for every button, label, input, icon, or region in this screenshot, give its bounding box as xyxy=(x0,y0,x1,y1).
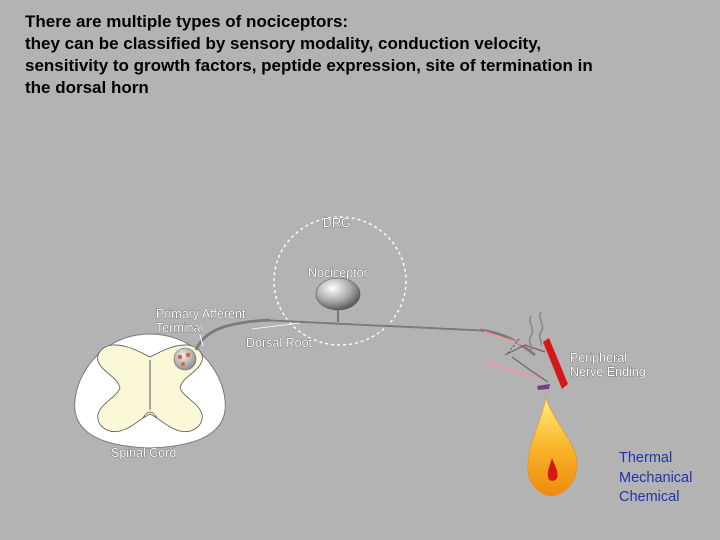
spinal-cord xyxy=(74,333,226,449)
title-line-2: they can be classified by sensory modali… xyxy=(25,34,542,53)
label-nociceptor: Nociceptor xyxy=(308,266,368,280)
terminal-pointer xyxy=(199,334,204,347)
slide-title: There are multiple types of nociceptors:… xyxy=(25,11,705,99)
nerve-branch-1 xyxy=(504,344,546,356)
heat-wave-2 xyxy=(538,311,544,347)
title-line-1: There are multiple types of nociceptors: xyxy=(25,12,349,31)
stimulus-chemical: Chemical xyxy=(619,489,680,505)
title-line-3: sensitivity to growth factors, peptide e… xyxy=(25,56,593,75)
label-terminal: Terminal xyxy=(156,321,203,335)
flame-outer xyxy=(527,396,578,497)
terminal-vesicle-2 xyxy=(185,352,191,358)
stimulus-mechanical: Mechanical xyxy=(619,469,693,486)
peripheral-nerve-ending xyxy=(483,311,568,390)
nerve-fiber-highlight xyxy=(269,318,481,330)
terminal-vesicle-1 xyxy=(177,354,183,360)
heat-wave-1 xyxy=(528,315,534,351)
red-stimulus-bar xyxy=(543,338,568,389)
label-nerve-ending: Nerve Ending xyxy=(570,365,646,379)
drg-capsule xyxy=(273,216,407,346)
flame-icon xyxy=(527,396,578,497)
nociceptor-soma xyxy=(315,277,361,311)
stimulus-list: Thermal Mechanical Chemical xyxy=(619,449,692,508)
label-drg: DRG xyxy=(323,216,351,230)
title-line-4: the dorsal horn xyxy=(25,78,149,97)
nerve-branch-2 xyxy=(511,356,549,383)
stimulus-thermal: Thermal xyxy=(619,450,673,466)
dorsal-root-pointer xyxy=(251,322,301,330)
spinal-cord-ventral-fissure xyxy=(142,411,158,419)
terminal-vesicle-3 xyxy=(181,362,185,366)
label-primary-afferent: Primary Afferent xyxy=(156,307,246,321)
nerve-branch-3 xyxy=(507,337,521,354)
label-peripheral: Peripheral xyxy=(570,351,627,365)
flame-inner xyxy=(547,458,558,481)
skin-line-lower xyxy=(483,360,541,380)
label-spinal-cord: Spinal Cord xyxy=(111,446,176,460)
label-dorsal-root: Dorsal Root xyxy=(246,336,313,350)
primary-afferent-terminal xyxy=(173,347,197,371)
purple-receptor xyxy=(537,384,550,390)
